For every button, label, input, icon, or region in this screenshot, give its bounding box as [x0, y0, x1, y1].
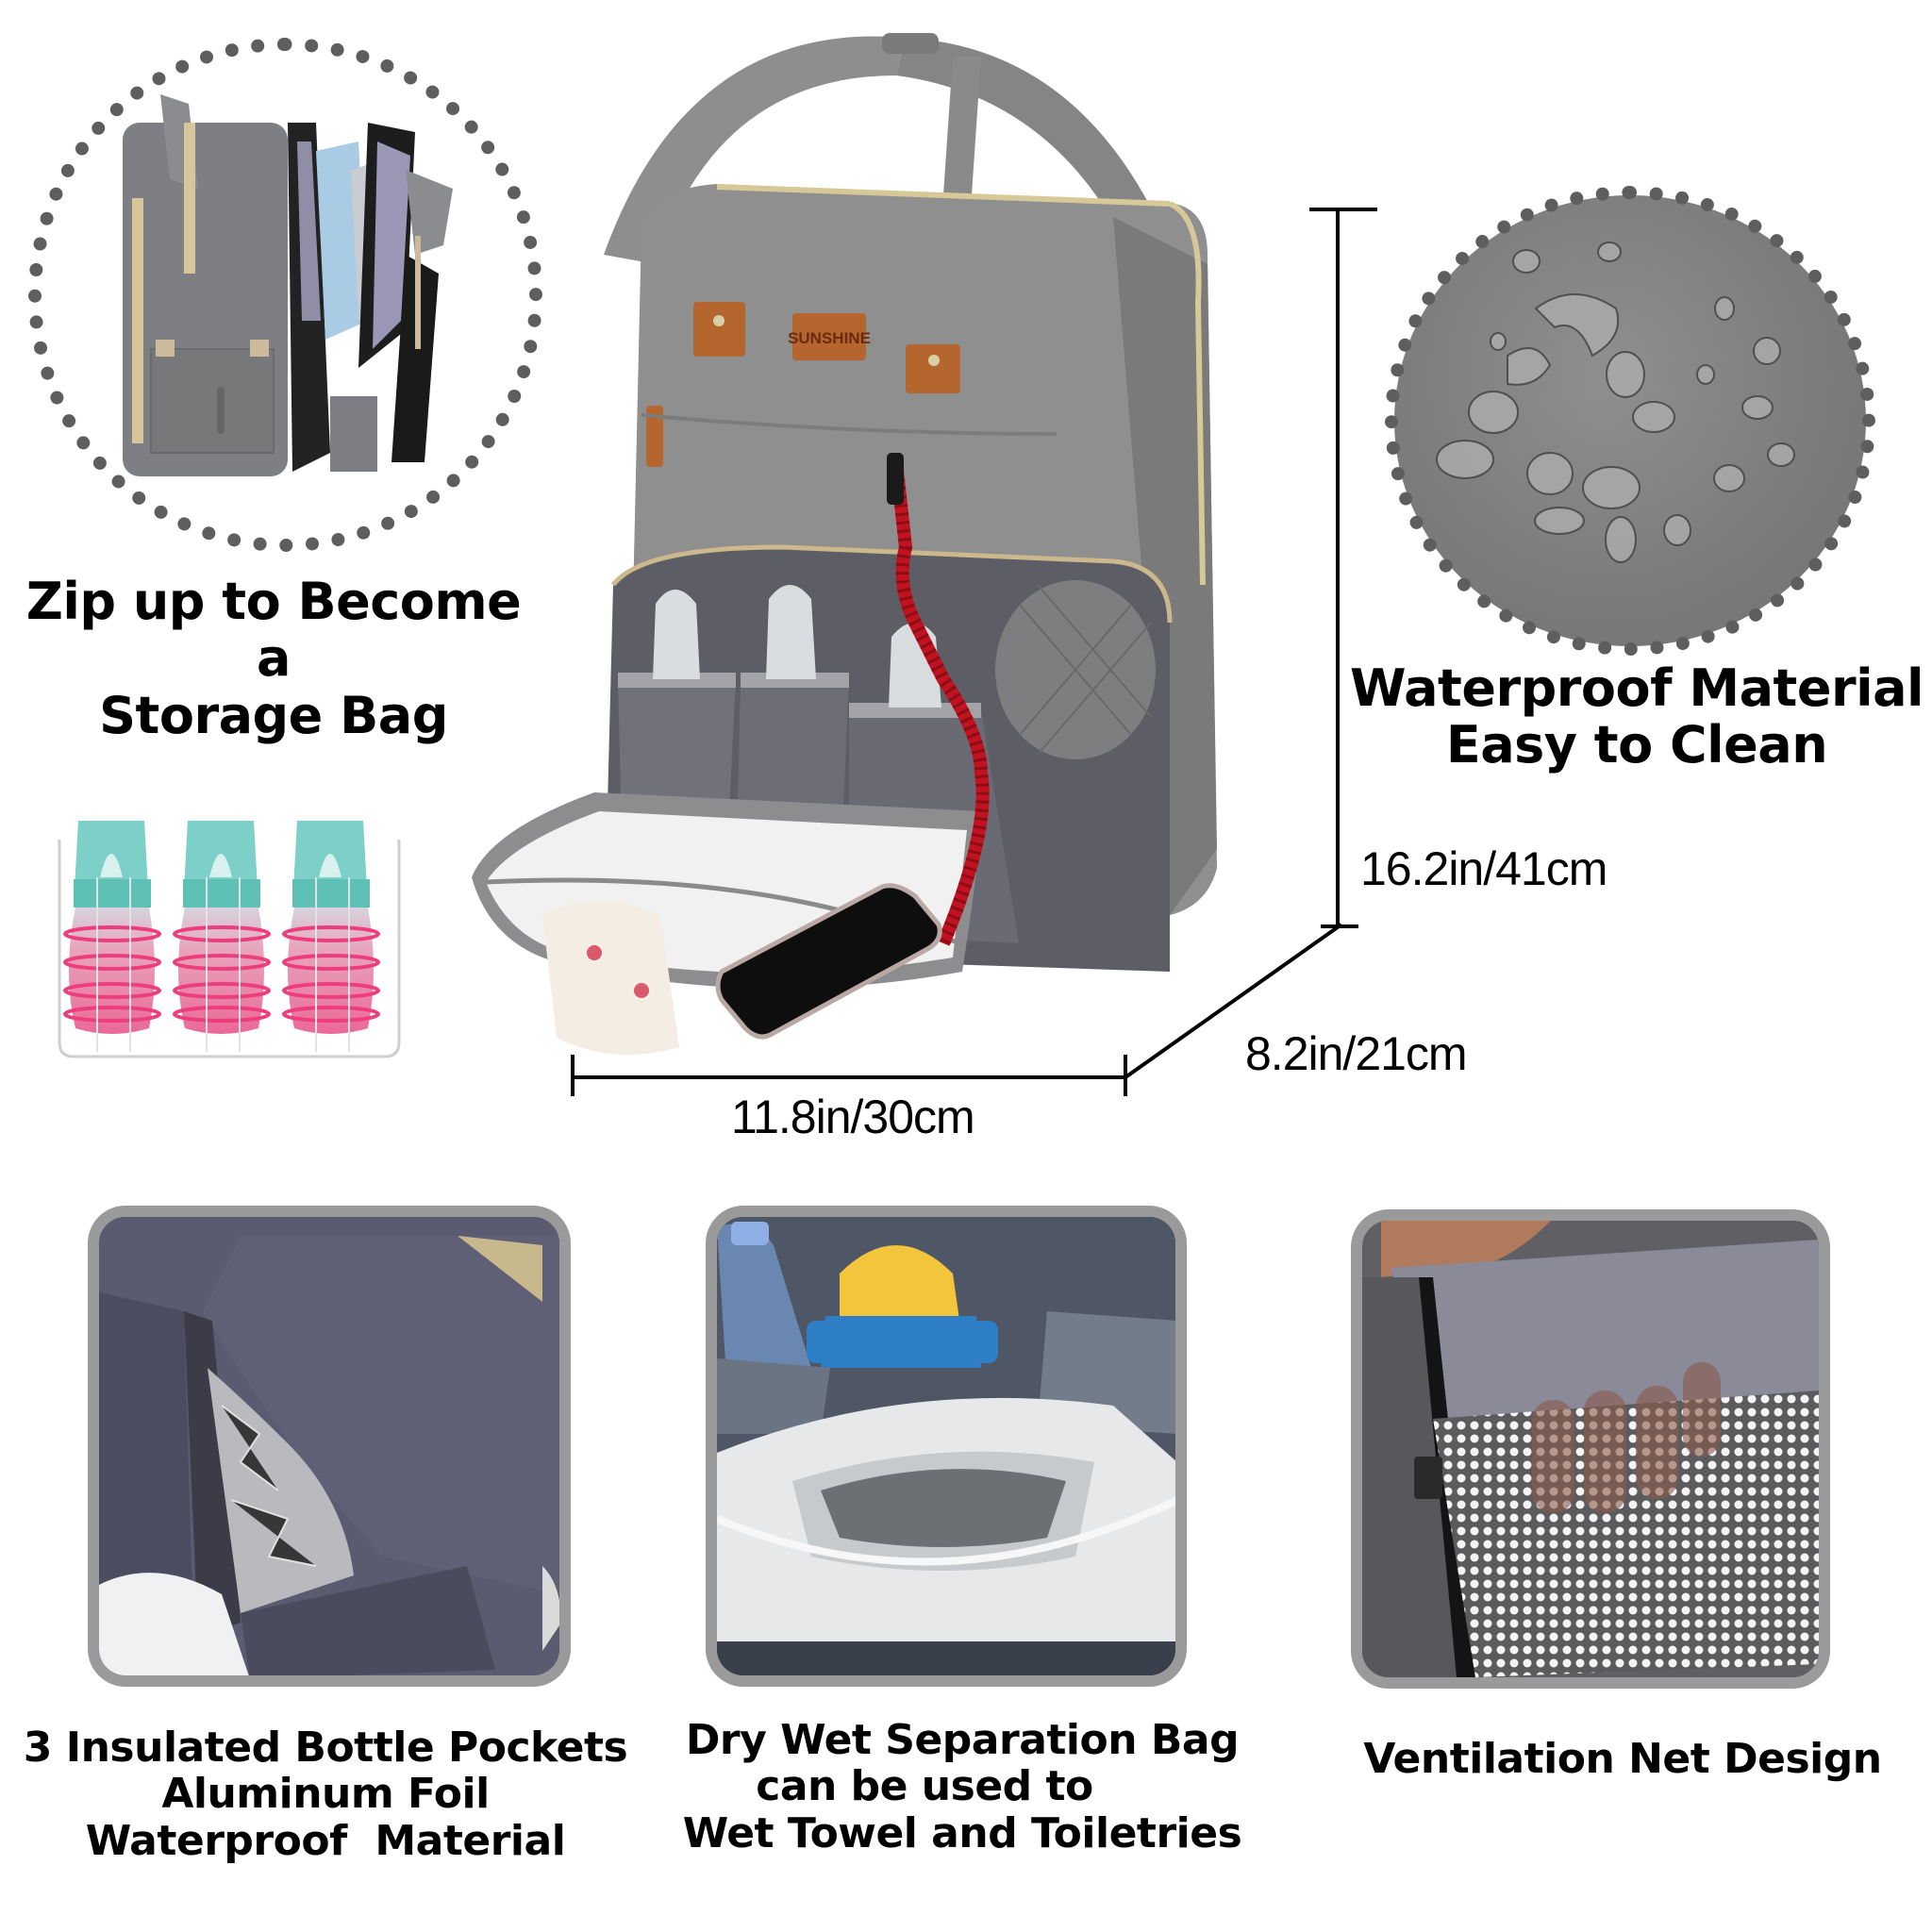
- height-dimension-label: 16.2in/41cm: [1360, 842, 1607, 895]
- caption-line: Aluminum Foil: [161, 1770, 490, 1819]
- insulated-bottles-illustration: [58, 821, 401, 1058]
- caption-line: 3 Insulated Bottle Pockets: [23, 1724, 628, 1772]
- caption-line: Dry Wet Separation Bag: [685, 1716, 1240, 1764]
- dimension-lines: [571, 208, 1377, 1096]
- brand-patch: [792, 313, 866, 360]
- brand-patch-text: SUNSHINE: [788, 329, 871, 347]
- caption-line: Ventilation Net Design: [1363, 1735, 1882, 1783]
- dry-wet-bag-photo: [717, 1217, 1175, 1675]
- storage-bag-side-photo: [123, 94, 453, 476]
- caption-line: Zip up to Become a: [25, 572, 522, 689]
- caption-line: Wet Towel and Toiletries: [682, 1808, 1242, 1857]
- depth-dimension-label: 8.2in/21cm: [1245, 1027, 1468, 1080]
- dry-wet-bag-panel: [706, 1206, 1187, 1687]
- width-dimension-label: 11.8in/30cm: [731, 1091, 975, 1143]
- caption-line: Storage Bag: [99, 685, 448, 745]
- storage-bag-caption: Zip up to Become a Storage Bag: [9, 572, 538, 745]
- dry-wet-caption: Dry Wet Separation Bag can be used to We…: [660, 1717, 1264, 1857]
- caption-line: Waterproof Material: [85, 1816, 566, 1865]
- main-backpack-photo: SUNSHINE: [472, 33, 1217, 1055]
- ventilation-net-panel: [1351, 1209, 1830, 1689]
- waterproof-caption: Waterproof Material Easy to Clean: [1344, 658, 1929, 775]
- foil-pocket-photo: [99, 1217, 559, 1675]
- ventilation-caption: Ventilation Net Design: [1330, 1735, 1915, 1783]
- foil-pocket-panel: [88, 1206, 571, 1687]
- caption-line: Waterproof Material: [1349, 658, 1924, 718]
- bottle-pockets-caption: 3 Insulated Bottle Pockets Aluminum Foil…: [19, 1724, 632, 1864]
- ventilation-net-photo: [1362, 1221, 1819, 1677]
- caption-line: Easy to Clean: [1445, 715, 1828, 775]
- caption-line: can be used to: [756, 1762, 1093, 1811]
